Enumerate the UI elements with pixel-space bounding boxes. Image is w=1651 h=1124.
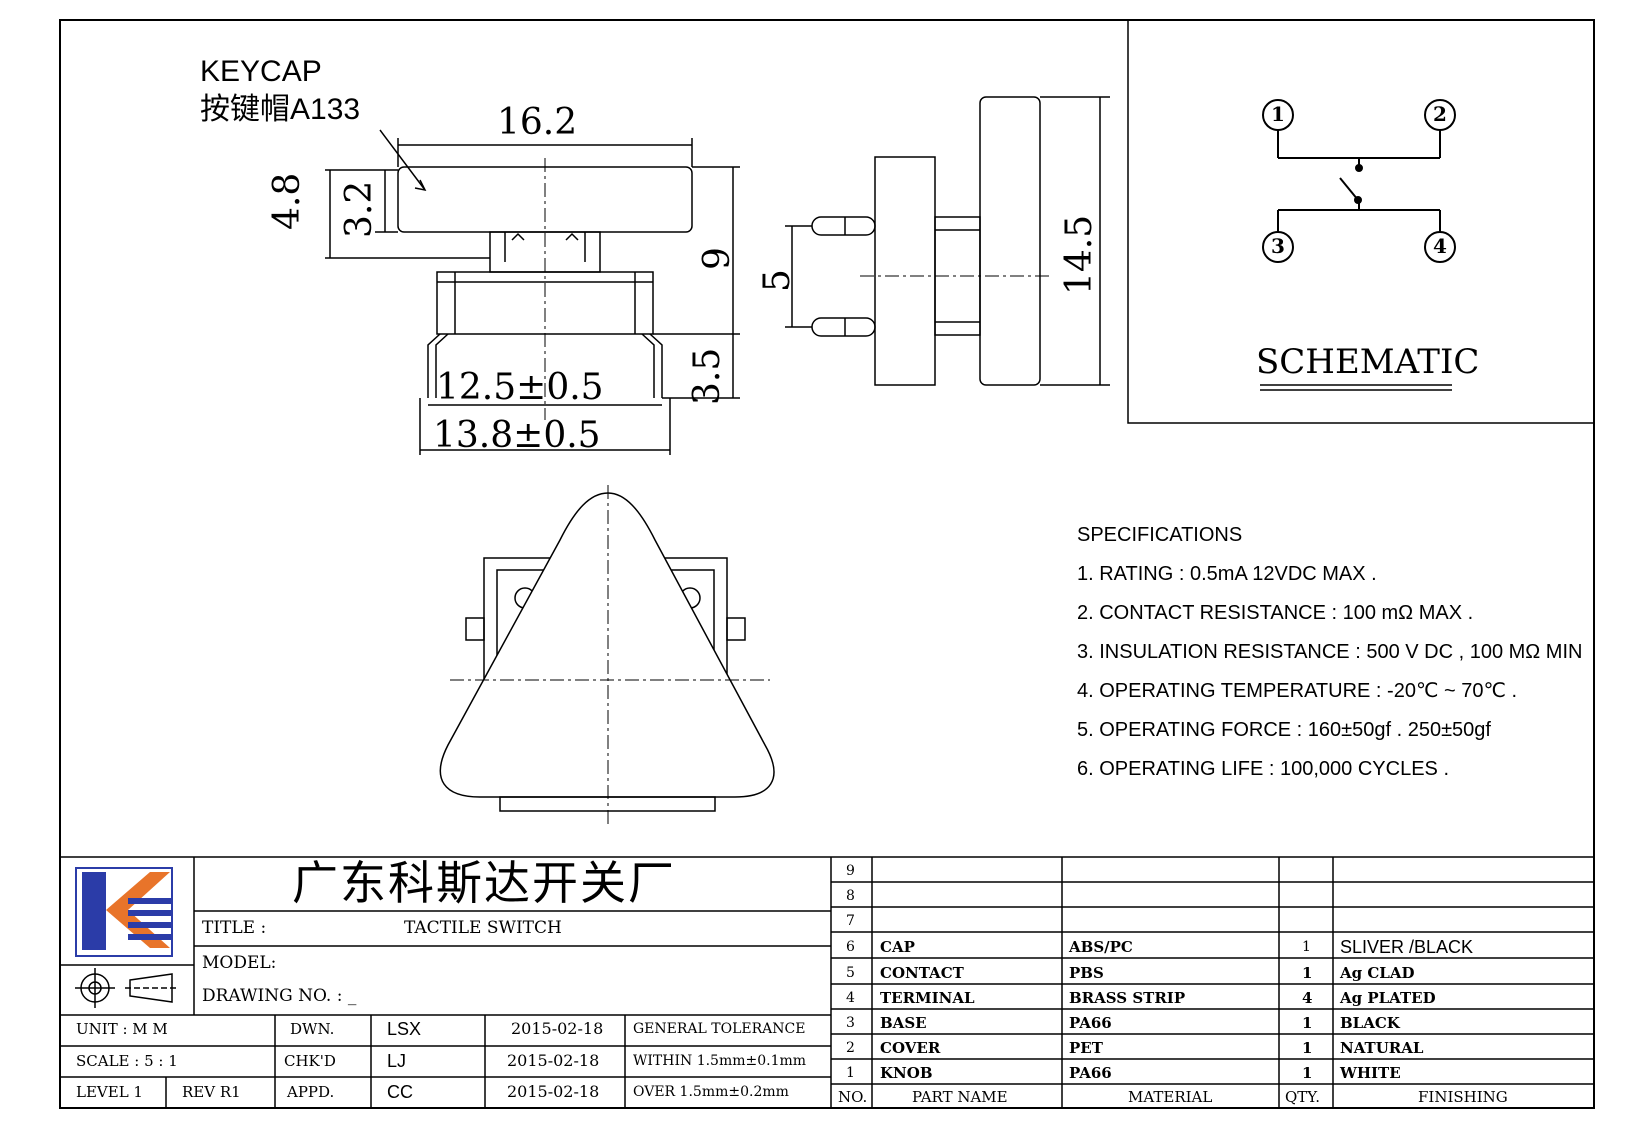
dwn-label: DWN. bbox=[290, 1020, 335, 1038]
bom-row-number: 5 bbox=[846, 965, 855, 981]
pin-4-label: 4 bbox=[1433, 234, 1447, 258]
chk-label: CHK'D bbox=[284, 1052, 336, 1070]
bom-part-name: TERMINAL bbox=[880, 989, 975, 1007]
dim-pin-span: 13.8±0.5 bbox=[433, 415, 601, 456]
dwn-name: LSX bbox=[387, 1019, 422, 1039]
rev-label: REV R1 bbox=[182, 1083, 241, 1101]
dim-width-top: 16.2 bbox=[497, 102, 578, 143]
bom-row-number: 6 bbox=[846, 939, 855, 955]
bom-header-part: PART NAME bbox=[912, 1088, 1008, 1106]
pin-3-label: 3 bbox=[1271, 234, 1285, 258]
dim-pin-pitch: 5 bbox=[757, 269, 798, 292]
spec-item: 2. CONTACT RESISTANCE : 100 mΩ MAX . bbox=[1077, 602, 1474, 624]
side-view bbox=[785, 96, 1110, 386]
spec-item: 5. OPERATING FORCE : 160±50gf . 250±50gf bbox=[1077, 719, 1491, 741]
drawing-no-label: DRAWING NO. : _ bbox=[202, 986, 357, 1006]
pin-2-label: 2 bbox=[1433, 102, 1447, 126]
tolerance-title: GENERAL TOLERANCE bbox=[633, 1021, 806, 1037]
bom-qty: 1 bbox=[1302, 1039, 1313, 1057]
bom-part-name: COVER bbox=[880, 1039, 941, 1057]
dim-cap-height: 4.8 bbox=[267, 172, 308, 230]
spec-item: 1. RATING : 0.5mA 12VDC MAX . bbox=[1077, 563, 1377, 585]
front-view bbox=[325, 129, 740, 455]
bom-qty: 1 bbox=[1302, 1064, 1313, 1082]
company-name: 广东科斯达开关厂 bbox=[292, 856, 676, 910]
bom-row-number: 7 bbox=[846, 913, 855, 929]
bom-finishing: Ag CLAD bbox=[1340, 964, 1415, 982]
spec-item: 6. OPERATING LIFE : 100,000 CYCLES . bbox=[1077, 758, 1450, 780]
bom-finishing: Ag PLATED bbox=[1340, 989, 1436, 1007]
bom-qty: 1 bbox=[1302, 939, 1311, 955]
dwn-date: 2015-02-18 bbox=[511, 1019, 604, 1038]
appd-name: CC bbox=[387, 1082, 413, 1102]
bom-row-number: 4 bbox=[846, 990, 855, 1006]
company-logo bbox=[75, 867, 173, 957]
dim-cap-thick: 3.2 bbox=[339, 180, 380, 238]
bom-header-finishing: FINISHING bbox=[1418, 1088, 1508, 1106]
title-block-grid bbox=[60, 856, 1594, 1108]
spec-item: 3. INSULATION RESISTANCE : 500 V DC , 10… bbox=[1077, 641, 1583, 663]
bom-header-material: MATERIAL bbox=[1128, 1088, 1213, 1106]
chk-date: 2015-02-18 bbox=[507, 1051, 600, 1070]
dim-body-width: 12.5±0.5 bbox=[436, 367, 604, 408]
bom-header-no: NO. bbox=[838, 1088, 868, 1106]
bom-row-number: 8 bbox=[846, 888, 855, 904]
model-label: MODEL: bbox=[202, 953, 277, 973]
bom-qty: 4 bbox=[1302, 989, 1313, 1007]
bom-row-number: 2 bbox=[846, 1040, 855, 1056]
bom-header-qty: QTY. bbox=[1285, 1088, 1321, 1106]
level-label: LEVEL 1 bbox=[76, 1083, 143, 1101]
schematic-symbol bbox=[1262, 99, 1456, 263]
spec-item: 4. OPERATING TEMPERATURE : -20℃ ~ 70℃ . bbox=[1077, 680, 1518, 702]
bom-part-name: BASE bbox=[880, 1014, 927, 1032]
bom-finishing: BLACK bbox=[1340, 1014, 1400, 1032]
top-view bbox=[439, 485, 775, 825]
schematic-box bbox=[1127, 19, 1595, 424]
bom-material: BRASS STRIP bbox=[1069, 989, 1186, 1007]
tolerance-within: WITHIN 1.5mm±0.1mm bbox=[633, 1053, 807, 1069]
bom-material: ABS/PC bbox=[1069, 938, 1133, 956]
unit-label: UNIT : M M bbox=[76, 1020, 168, 1038]
bom-part-name: CAP bbox=[880, 938, 915, 956]
keycap-part-label: 按键帽A133 bbox=[200, 93, 361, 126]
dim-side-height: 14.5 bbox=[1059, 214, 1100, 295]
bom-material: PET bbox=[1069, 1039, 1103, 1057]
bom-row-number: 1 bbox=[846, 1065, 855, 1081]
tolerance-over: OVER 1.5mm±0.2mm bbox=[633, 1084, 789, 1100]
title-value: TACTILE SWITCH bbox=[404, 918, 562, 938]
bom-material: PBS bbox=[1069, 964, 1104, 982]
bom-material: PA66 bbox=[1069, 1014, 1112, 1032]
schematic-underline bbox=[1260, 384, 1452, 391]
appd-date: 2015-02-18 bbox=[507, 1082, 600, 1101]
bom-qty: 1 bbox=[1302, 964, 1313, 982]
dim-total-height: 9 bbox=[697, 247, 738, 270]
chk-name: LJ bbox=[387, 1051, 407, 1071]
bom-part-name: CONTACT bbox=[880, 964, 964, 982]
bom-finishing: WHITE bbox=[1340, 1064, 1401, 1082]
sheet-border bbox=[59, 19, 1595, 1109]
bom-material: PA66 bbox=[1069, 1064, 1112, 1082]
bom-finishing: NATURAL bbox=[1340, 1039, 1424, 1057]
title-label: TITLE : bbox=[202, 918, 267, 938]
schematic-title: SCHEMATIC bbox=[1256, 342, 1480, 382]
bom-finishing: SLIVER /BLACK bbox=[1340, 937, 1474, 957]
projection-symbol-icon bbox=[75, 968, 177, 1008]
specifications-title: SPECIFICATIONS bbox=[1077, 524, 1243, 546]
scale-label: SCALE : 5 : 1 bbox=[76, 1052, 178, 1070]
bom-row-number: 3 bbox=[846, 1015, 855, 1031]
bom-part-name: KNOB bbox=[880, 1064, 933, 1082]
appd-label: APPD. bbox=[287, 1083, 335, 1101]
pin-1-label: 1 bbox=[1271, 102, 1285, 126]
bom-row-number: 9 bbox=[846, 863, 855, 879]
dim-pin-length: 3.5 bbox=[687, 347, 728, 405]
keycap-label: KEYCAP bbox=[200, 55, 322, 88]
bom-qty: 1 bbox=[1302, 1014, 1313, 1032]
